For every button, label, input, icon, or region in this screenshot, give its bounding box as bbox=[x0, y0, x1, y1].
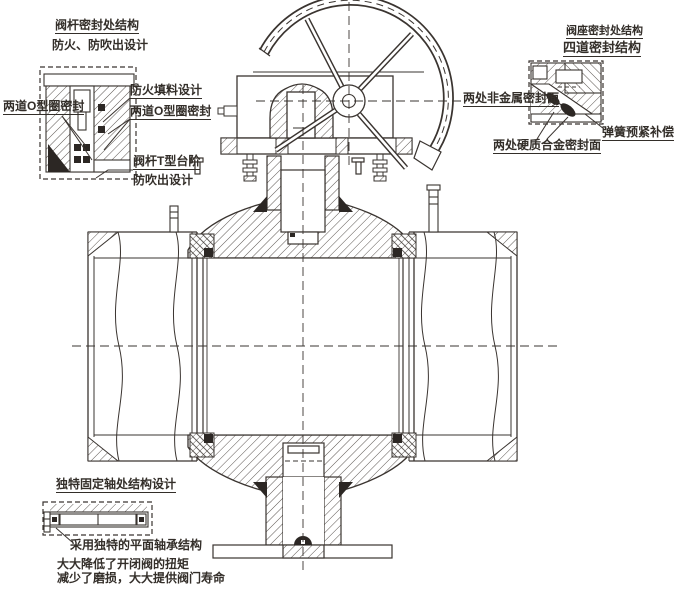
oring-label-right: 两道O型圈密封 bbox=[130, 104, 212, 121]
vent-stubs bbox=[169, 184, 441, 233]
detail-stem-seal bbox=[39, 66, 137, 180]
oring-label-left: 两道O型圈密封 bbox=[3, 99, 85, 116]
t-step-label-line1: 阀杆T型台阶 bbox=[133, 154, 201, 171]
seat-seal-title-line1: 阀座密封处结构 bbox=[566, 25, 643, 40]
t-step-label-line2: 防吹出设计 bbox=[133, 173, 194, 187]
stem-seal-title-line2: 防火、防吹出设计 bbox=[52, 38, 149, 52]
centerlines bbox=[72, 2, 560, 572]
handwheel bbox=[258, 0, 454, 171]
fire-packing-label: 防火填料设计 bbox=[130, 83, 203, 100]
leader-lines bbox=[55, 97, 605, 543]
stem-seal-title-line1: 阀杆密封处结构 bbox=[55, 18, 140, 35]
seat-blocks bbox=[189, 233, 417, 458]
nonmetal-faces-label: 两处非金属密封面 bbox=[463, 91, 560, 108]
trunnion-note-line1: 大大降低了开闭阀的扭矩 bbox=[57, 557, 190, 571]
detail-trunnion-bearing bbox=[42, 501, 153, 536]
carbide-faces-label: 两处硬质合金密封面 bbox=[493, 138, 602, 155]
handwheel-grip-end bbox=[413, 140, 442, 171]
right-pipe bbox=[408, 231, 518, 462]
flange-stud-right bbox=[372, 154, 388, 182]
flange-stud-left bbox=[242, 154, 258, 182]
stem-neck bbox=[190, 155, 365, 245]
spring-compensation-label: 弹簧预紧补偿 bbox=[602, 125, 675, 142]
left-pipe bbox=[87, 231, 198, 462]
trunnion-note-line2: 减少了磨损，大大提供阀门寿命 bbox=[57, 571, 226, 585]
trunnion bbox=[212, 442, 393, 559]
seat-seal-title-line2: 四道密封结构 bbox=[563, 40, 642, 58]
trunnion-title: 独特固定轴处结构设计 bbox=[56, 477, 177, 494]
bearing-label: 采用独特的平面轴承结构 bbox=[70, 538, 203, 552]
